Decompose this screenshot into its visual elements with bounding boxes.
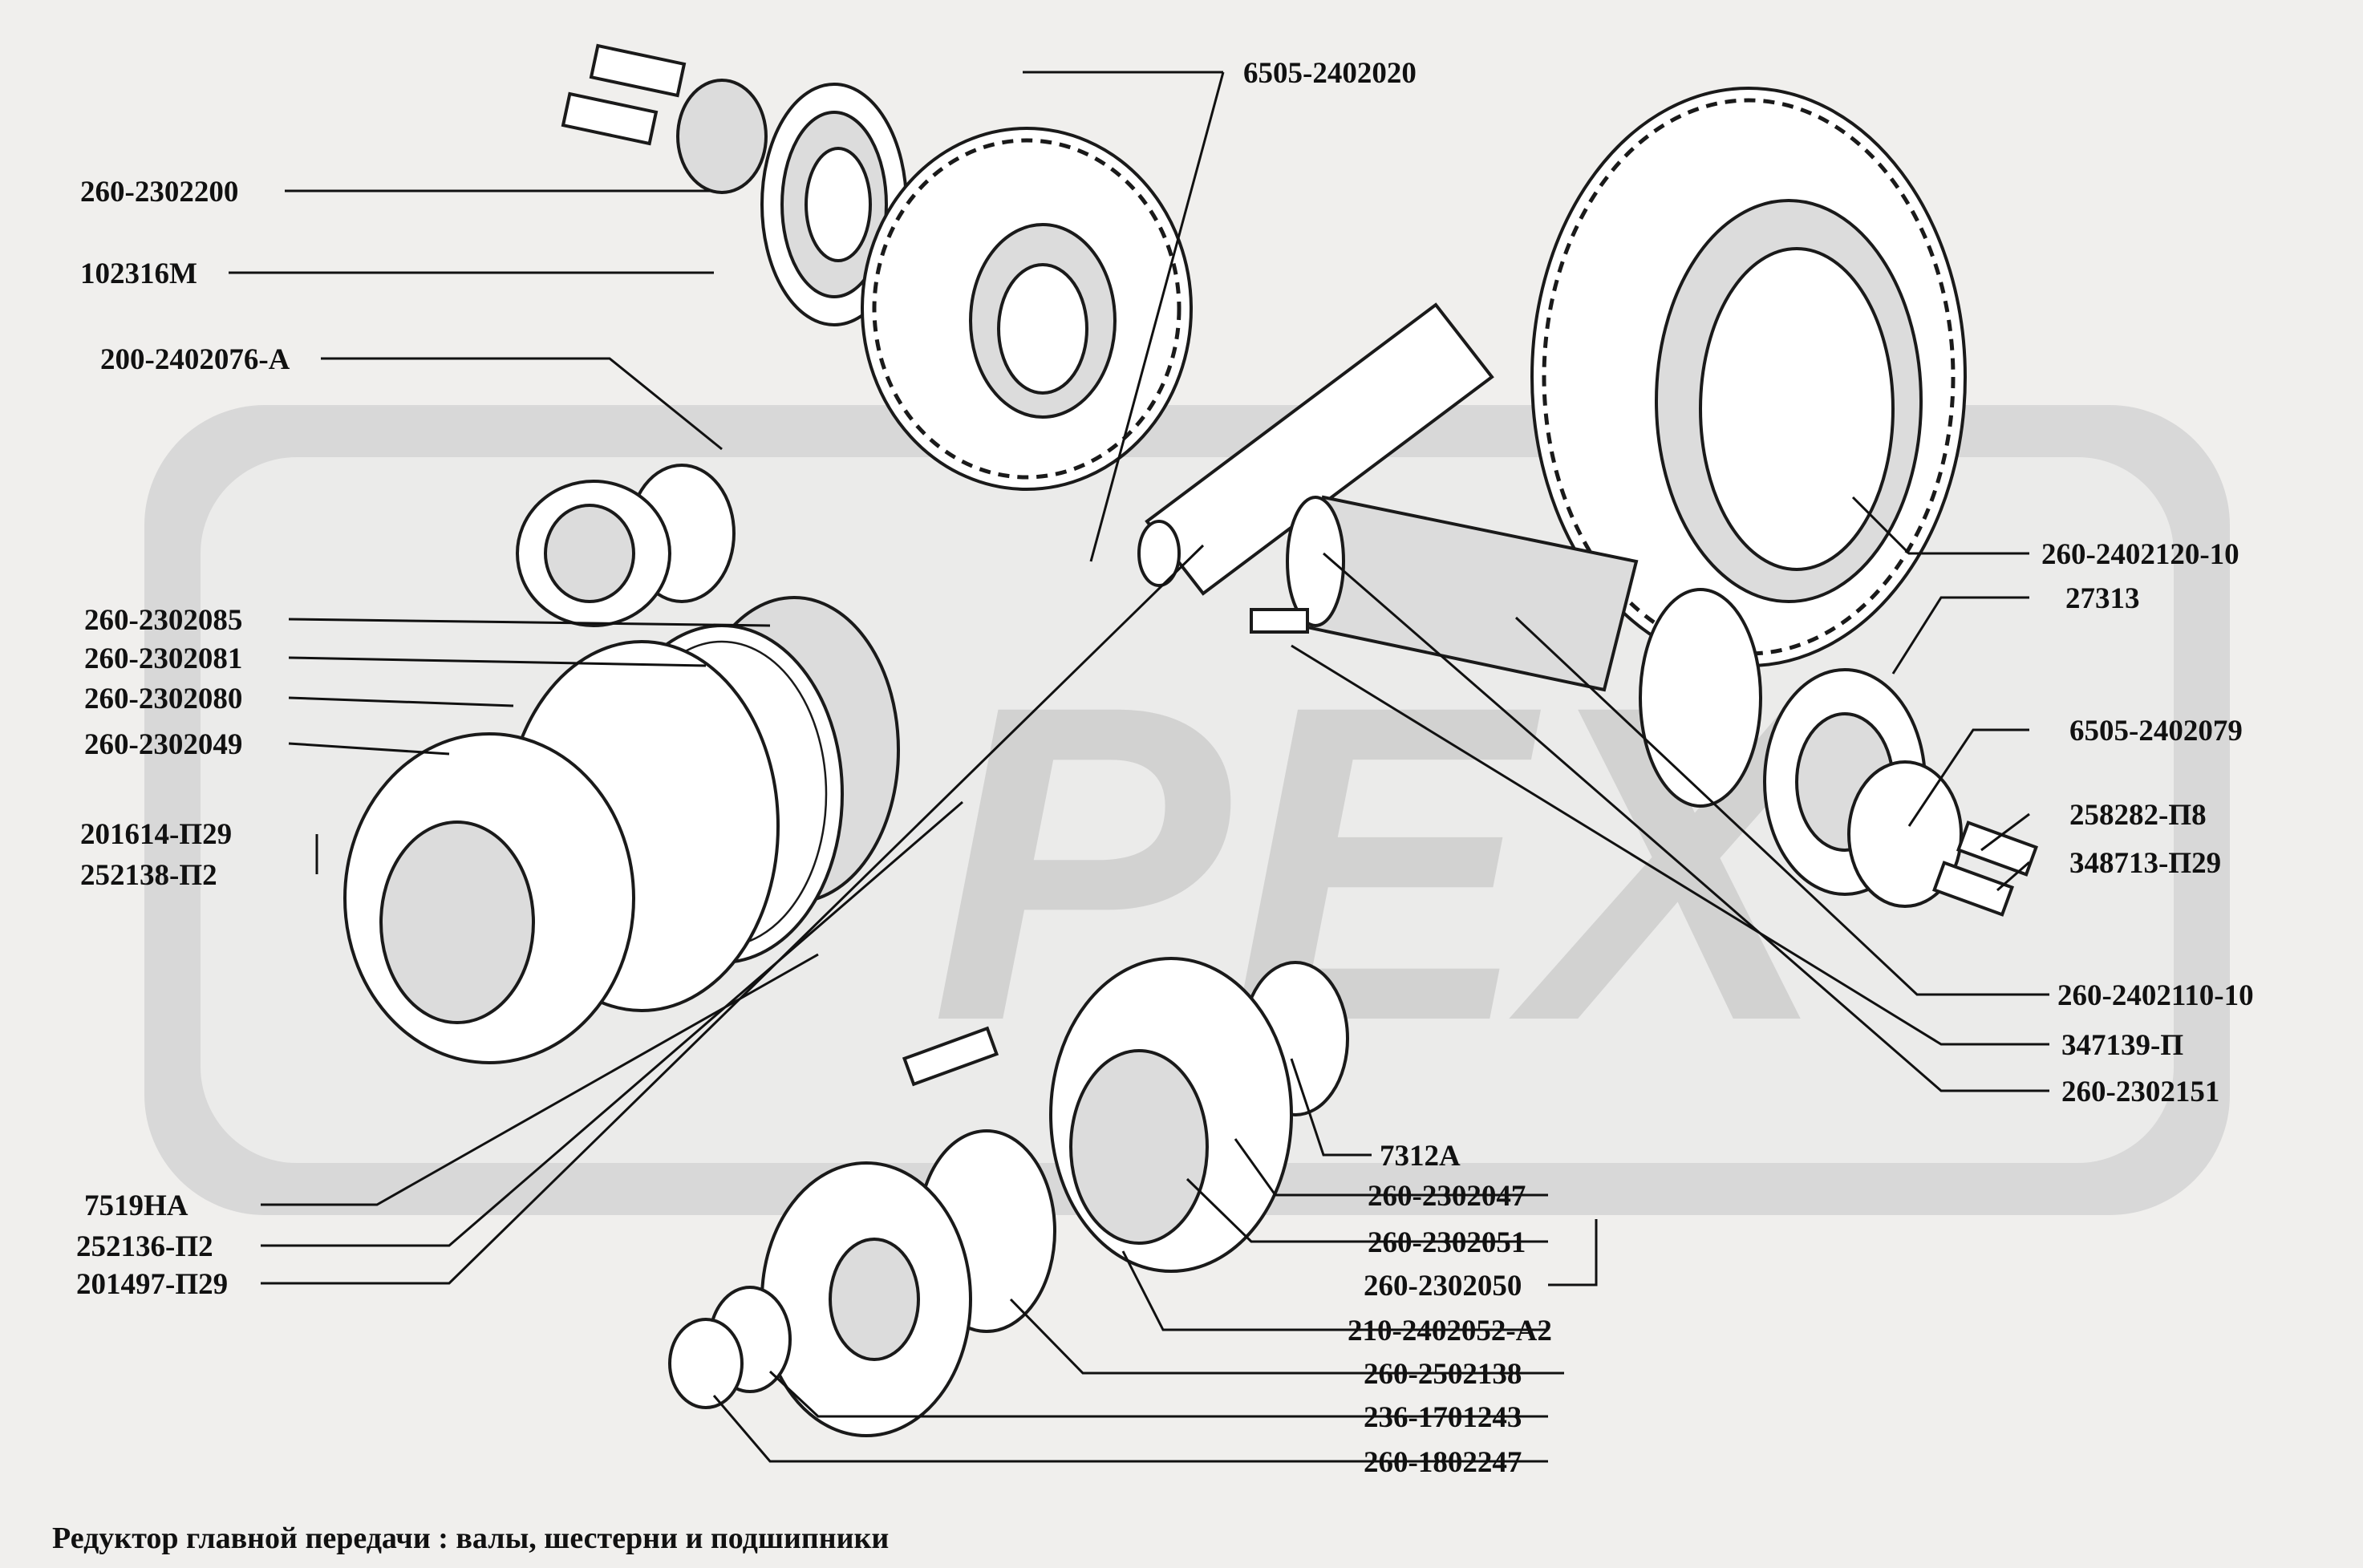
label-102316M: 102316M <box>80 257 197 290</box>
bottom-flange-assembly <box>668 957 1349 1437</box>
label-260-2302049: 260-2302049 <box>84 728 242 761</box>
label-258282-P8: 258282-П8 <box>2069 799 2207 832</box>
right-labels: 6505-2402020 260-2402120-10 27313 6505-2… <box>1243 57 2254 1108</box>
label-6505-2402020: 6505-2402020 <box>1243 57 1417 90</box>
top-bearing-assembly <box>561 43 908 326</box>
label-252136-P2: 252136-П2 <box>76 1230 213 1263</box>
label-201614-P29: 201614-П29 <box>80 818 232 851</box>
label-27313: 27313 <box>2065 582 2140 615</box>
label-260-2302050: 260-2302050 <box>1364 1270 1522 1303</box>
label-260-2302151: 260-2302151 <box>2061 1076 2219 1108</box>
label-260-2302080: 260-2302080 <box>84 683 242 715</box>
diagram-caption: Редуктор главной передачи : валы, шестер… <box>52 1521 889 1555</box>
label-6505-2402079: 6505-2402079 <box>2069 715 2243 748</box>
label-236-1701243: 236-1701243 <box>1364 1401 1522 1434</box>
label-260-2302200: 260-2302200 <box>80 176 238 209</box>
label-260-2402110-10: 260-2402110-10 <box>2057 979 2254 1012</box>
shafts <box>1137 302 1639 692</box>
label-260-2302051: 260-2302051 <box>1368 1226 1526 1259</box>
label-347139-P: 347139-П <box>2061 1029 2183 1062</box>
label-7312A: 7312A <box>1380 1140 1461 1173</box>
label-200-2402076-A: 200-2402076-A <box>100 343 290 376</box>
right-bearing-assembly <box>1639 588 2039 917</box>
leader-lines <box>229 71 2049 1463</box>
ring-gear <box>1530 87 1967 667</box>
bevel-gear-top <box>861 127 1193 491</box>
differential-housing <box>343 464 900 1064</box>
label-260-2402120-10: 260-2402120-10 <box>2041 538 2239 571</box>
label-201497-P29: 201497-П29 <box>76 1268 228 1301</box>
label-210-2402052-A2: 210-2402052-A2 <box>1348 1315 1552 1347</box>
label-260-2302047: 260-2302047 <box>1368 1180 1526 1213</box>
label-260-1802247: 260-1802247 <box>1364 1446 1522 1479</box>
label-260-2302081: 260-2302081 <box>84 642 242 675</box>
bottom-labels: 7312A 260-2302047 260-2302051 260-230205… <box>1348 1140 1552 1479</box>
label-252138-P2: 252138-П2 <box>80 859 217 892</box>
label-260-2502138: 260-2502138 <box>1364 1358 1522 1391</box>
label-348713-P29: 348713-П29 <box>2069 847 2221 880</box>
label-260-2302085: 260-2302085 <box>84 604 242 637</box>
label-7519HA: 7519HA <box>84 1189 188 1222</box>
left-labels: 260-2302200 102316M 200-2402076-A 260-23… <box>76 176 290 1301</box>
